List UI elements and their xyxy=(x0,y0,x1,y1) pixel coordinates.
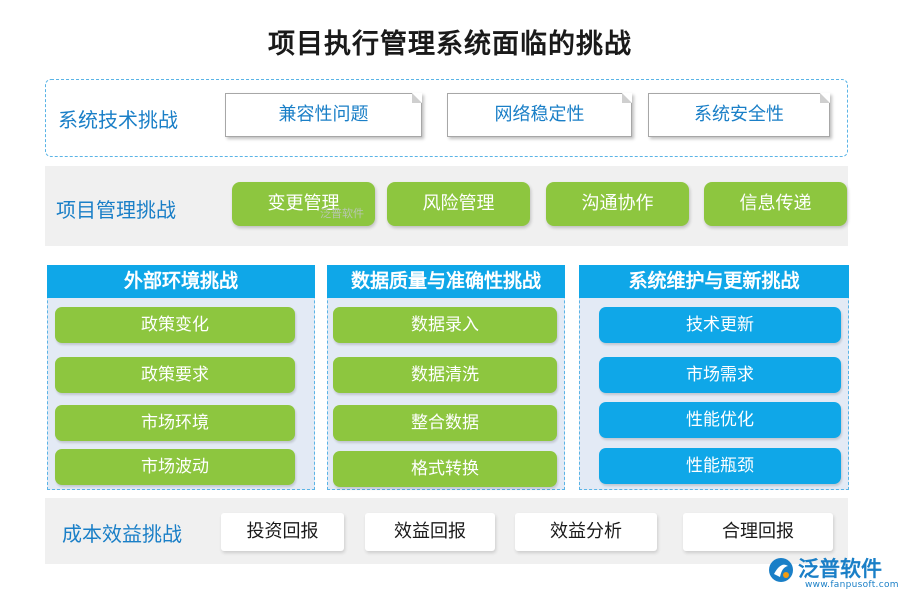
pm-item-risk-mgmt: 风险管理 xyxy=(387,182,530,226)
tech-item-compatibility: 兼容性问题 xyxy=(225,93,422,137)
pm-item-communication: 沟通协作 xyxy=(546,182,689,226)
cost-item-roi: 投资回报 xyxy=(221,513,344,551)
data-quality-item: 数据录入 xyxy=(333,307,557,343)
external-env-item: 政策要求 xyxy=(55,357,295,393)
external-env-item: 市场波动 xyxy=(55,449,295,485)
fanpu-logo-name: 泛普软件 xyxy=(798,557,882,581)
external-env-item: 政策变化 xyxy=(55,307,295,343)
fanpu-logo-icon xyxy=(769,558,793,582)
page-title: 项目执行管理系统面临的挑战 xyxy=(268,29,632,60)
pm-item-change-mgmt: 变更管理 xyxy=(232,182,375,226)
maintenance-item: 性能瓶颈 xyxy=(599,448,841,484)
tech-item-network-stability: 网络稳定性 xyxy=(447,93,632,137)
maintenance-header: 系统维护与更新挑战 xyxy=(579,265,849,298)
fanpu-logo-url: www.fanpusoft.com xyxy=(805,580,899,590)
data-quality-item: 整合数据 xyxy=(333,405,557,441)
cost-item-benefit-return: 效益回报 xyxy=(365,513,495,551)
cost-benefit-label: 成本效益挑战 xyxy=(62,522,182,546)
external-env-item: 市场环境 xyxy=(55,405,295,441)
tech-challenge-label: 系统技术挑战 xyxy=(58,108,178,132)
data-quality-item: 数据清洗 xyxy=(333,357,557,393)
external-env-header: 外部环境挑战 xyxy=(47,265,315,298)
data-quality-header: 数据质量与准确性挑战 xyxy=(327,265,565,298)
pm-item-info-transfer: 信息传递 xyxy=(704,182,847,226)
maintenance-item: 市场需求 xyxy=(599,357,841,393)
tech-item-system-security: 系统安全性 xyxy=(648,93,830,137)
pm-challenge-label: 项目管理挑战 xyxy=(56,198,176,222)
data-quality-item: 格式转换 xyxy=(333,451,557,487)
maintenance-item: 技术更新 xyxy=(599,307,841,343)
maintenance-item: 性能优化 xyxy=(599,402,841,438)
cost-item-reasonable-return: 合理回报 xyxy=(683,513,833,551)
cost-item-benefit-analysis: 效益分析 xyxy=(515,513,657,551)
watermark-text: 泛普软件 xyxy=(320,207,364,220)
